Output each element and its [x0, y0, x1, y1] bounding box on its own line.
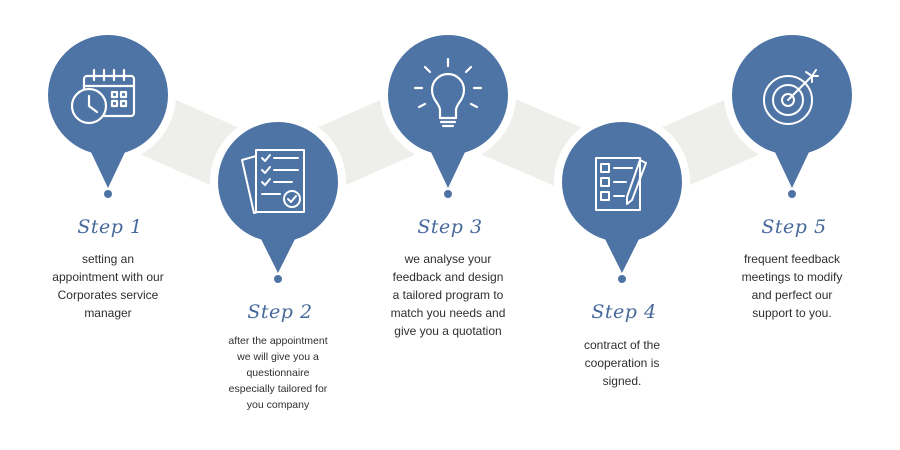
step-1-pin	[40, 27, 176, 198]
step-1-description: setting an appointment with our Corporat…	[33, 250, 183, 322]
step-2-line-5: you company	[246, 399, 310, 411]
step-1-line-2: appointment with our	[52, 270, 164, 284]
step-3-line-3: a tailored program to	[392, 288, 504, 302]
step-4-line-2: cooperation is	[584, 356, 660, 370]
step-2-title: Step 2	[247, 301, 313, 323]
step-3-line-5: give you a quotation	[394, 324, 502, 338]
checklist-pen-icon	[595, 157, 647, 211]
step-3-line-2: feedback and design	[392, 270, 504, 284]
step-2-line-3: questionnaire	[246, 367, 310, 379]
step-1-line-1: setting an	[81, 252, 135, 266]
step-5-line-4: support to you.	[752, 306, 832, 320]
step-2-line-4: especially tailored for	[228, 383, 328, 395]
step-3-description: we analyse your feedback and design a ta…	[368, 250, 528, 340]
step-1-title: Step 1	[77, 216, 143, 238]
target-arrow-icon	[763, 69, 819, 125]
step-3-pin	[380, 27, 516, 198]
step-4-pin	[554, 114, 690, 283]
step-4-title: Step 4	[591, 301, 657, 323]
step-5-line-1: frequent feedback	[743, 252, 841, 266]
step-2-line-1: after the appointment	[228, 335, 328, 347]
step-3-line-4: match you needs and	[390, 306, 506, 320]
step-2-line-2: we will give you a	[237, 351, 319, 363]
step-5-pin	[724, 27, 860, 198]
step-4-description: contract of the cooperation is signed.	[547, 336, 697, 390]
documents-checklist-icon	[241, 149, 305, 214]
calendar-clock-icon	[70, 68, 136, 125]
step-1-line-3: Corporates service	[57, 288, 159, 302]
step-4-line-1: contract of the	[583, 338, 661, 352]
step-5-line-2: meetings to modify	[741, 270, 843, 284]
step-5-description: frequent feedback meetings to modify and…	[717, 250, 867, 322]
step-3-title: Step 3	[417, 216, 483, 238]
lightbulb-icon	[413, 57, 483, 128]
step-3-line-1: we analyse your	[404, 252, 492, 266]
step-5-line-3: and perfect our	[751, 288, 833, 302]
step-2-description: after the appointment we will give you a…	[203, 333, 353, 413]
step-4-line-3: signed.	[602, 374, 642, 388]
step-5-title: Step 5	[761, 216, 827, 238]
step-1-line-4: manager	[84, 306, 132, 320]
